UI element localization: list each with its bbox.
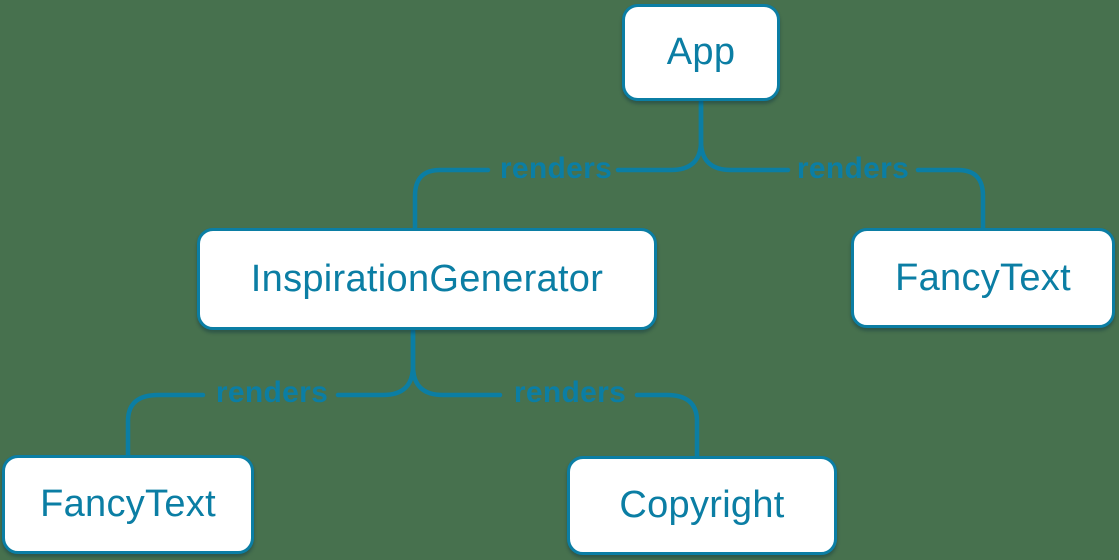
connector-inspiration-generator-left-branch <box>335 328 416 398</box>
edge-label-app-to-fancy-text: renders <box>796 152 910 185</box>
connector-drop-to-fancy-text-right <box>915 167 986 233</box>
connector-inspiration-generator-right-branch <box>410 328 503 398</box>
node-inspiration-generator: InspirationGenerator <box>197 228 657 330</box>
connector-drop-to-inspiration-generator <box>412 167 491 233</box>
connector-drop-to-copyright <box>634 392 700 461</box>
node-app: App <box>622 4 780 101</box>
node-copyright: Copyright <box>567 456 837 555</box>
connector-app-right-branch <box>698 99 791 173</box>
connector-app-left-branch <box>615 99 704 173</box>
node-fancy-text-top-right-label: FancyText <box>895 256 1071 299</box>
node-fancy-text-bottom-left-label: FancyText <box>40 483 216 525</box>
node-inspiration-generator-label: InspirationGenerator <box>250 257 604 300</box>
node-copyright-label: Copyright <box>619 484 785 526</box>
edge-label-inspiration-generator-to-copyright: renders <box>513 376 627 409</box>
edge-label-inspiration-generator-to-fancy-text: renders <box>215 376 329 409</box>
node-fancy-text-bottom-left: FancyText <box>2 455 254 554</box>
node-app-label: App <box>666 31 736 73</box>
node-fancy-text-top-right: FancyText <box>851 228 1115 328</box>
connector-drop-to-fancy-text-left <box>125 392 206 459</box>
edge-label-app-to-inspiration-generator: renders <box>499 152 613 185</box>
